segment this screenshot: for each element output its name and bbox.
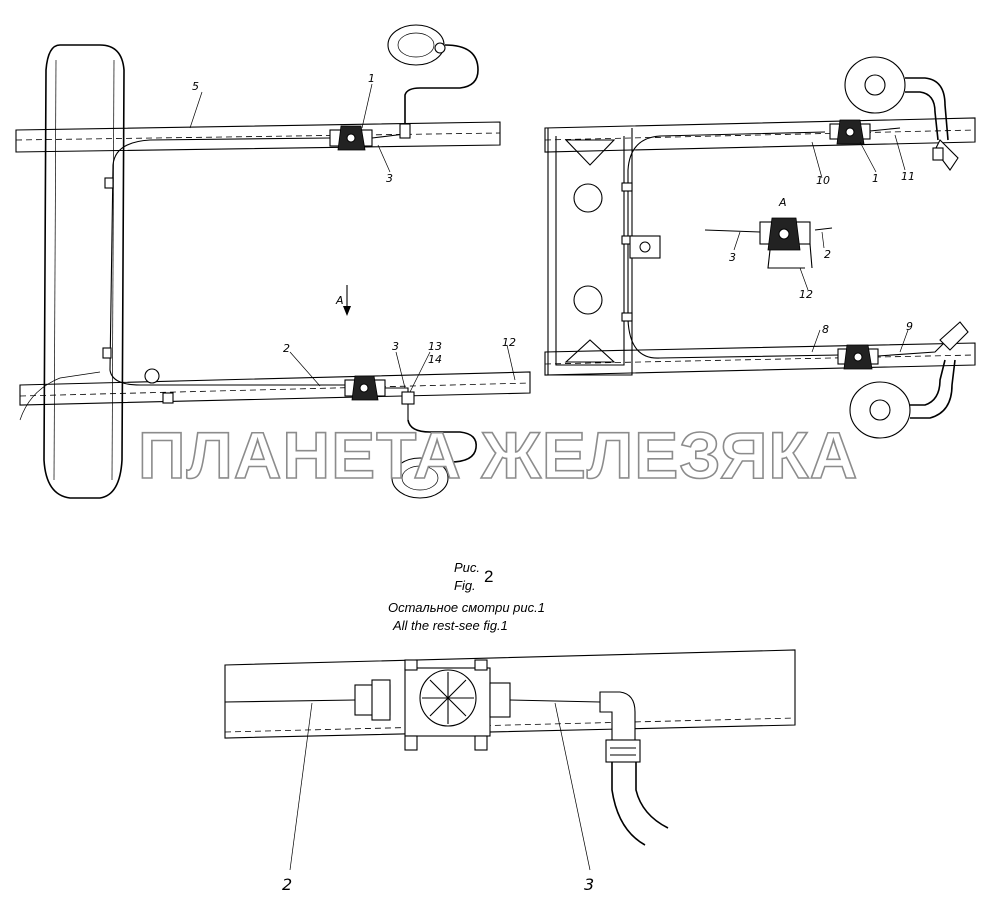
label-A: A (335, 294, 344, 307)
frame-rail-centerline (19, 382, 531, 397)
label-3: 3 (392, 340, 399, 353)
label-11: 11 (901, 170, 915, 183)
label-5: 5 (192, 80, 199, 93)
bracket-cutout-top (564, 139, 616, 166)
figure-caption: Рис. Fig. 2 Остальное смотри рис.1 All t… (388, 560, 545, 633)
valve-1-top (329, 125, 373, 151)
enlarged-detail-view: 2 3 (224, 649, 796, 894)
line-clip (102, 347, 112, 359)
tee-fitting-13 (401, 391, 415, 405)
wheel-tread-line (53, 59, 57, 481)
bracket-hole (573, 183, 603, 213)
valve-detail (354, 659, 511, 751)
brake-line-3-detail (509, 699, 601, 703)
wheel-tread-line (111, 59, 115, 481)
label-9: 9 (906, 320, 913, 333)
hose-top (404, 44, 479, 124)
line-clip (104, 177, 114, 189)
brake-chamber-right-bottom (849, 359, 956, 439)
brake-line-9 (877, 341, 946, 357)
label-12: 12 (799, 288, 813, 301)
label-1: 1 (872, 172, 879, 185)
brake-chamber-top (387, 24, 446, 66)
watermark-logo: ПЛАНЕТА ЖЕЛЕЗЯКА (138, 418, 858, 492)
frame-rail-centerline (544, 354, 976, 365)
axle-line (19, 371, 101, 421)
frame-rail-centerline (15, 132, 501, 141)
center-valve (629, 235, 661, 259)
label-2: 2 (824, 248, 831, 261)
right-chassis-view: 1 10 11 A 3 2 12 8 9 (544, 56, 976, 439)
bracket-hole (573, 285, 603, 315)
brake-line-11 (869, 127, 901, 132)
caption-fig: Fig. (454, 578, 476, 593)
brake-line-2-detail (224, 699, 356, 703)
left-chassis-view: 1 5 3 A 2 3 13 14 12 (15, 24, 531, 499)
bracket-plate-inner (555, 136, 625, 366)
label-12: 12 (502, 336, 516, 349)
wheel-outline (43, 44, 125, 499)
brake-line-5 (109, 137, 331, 386)
detail-A-valve (704, 217, 833, 269)
hose-bottom (407, 419, 477, 463)
elbow-fitting-detail (599, 691, 669, 846)
caption-note-ru: Остальное смотри рис.1 (388, 600, 545, 615)
caption-ris: Рис. (454, 560, 480, 575)
label-10: 10 (816, 174, 830, 187)
label-1: 1 (368, 72, 375, 85)
frame-rail-top (544, 117, 976, 153)
label-A: A (778, 196, 787, 209)
frame-rail-bottom (544, 342, 976, 376)
brake-line-10-8 (627, 131, 841, 359)
label-2: 2 (283, 342, 290, 355)
label-2: 2 (282, 875, 292, 894)
frame-rail-top (15, 121, 501, 153)
frame-rail-centerline (544, 129, 976, 141)
tee-fitting (399, 123, 411, 139)
frame-rail-centerline (224, 717, 796, 733)
label-13: 13 (428, 340, 442, 353)
label-3: 3 (386, 172, 393, 185)
brake-chamber-bottom (391, 457, 449, 499)
frame-rail (224, 649, 796, 739)
valve-1-right (829, 119, 871, 145)
coupling-head (939, 321, 969, 351)
valve-1-right-bottom (837, 344, 879, 370)
label-3: 3 (584, 875, 594, 894)
pressure-gauge (144, 368, 174, 404)
figure-number: 2 (484, 567, 493, 586)
frame-rail-bottom (19, 371, 531, 406)
label-14: 14 (428, 353, 442, 366)
label-8: 8 (822, 323, 829, 336)
brake-line-3-bottom (385, 387, 409, 420)
label-3: 3 (729, 251, 736, 264)
valve-1-bottom (344, 375, 386, 401)
caption-note-en: All the rest-see fig.1 (392, 618, 508, 633)
bracket-cutout-bottom (564, 339, 616, 363)
